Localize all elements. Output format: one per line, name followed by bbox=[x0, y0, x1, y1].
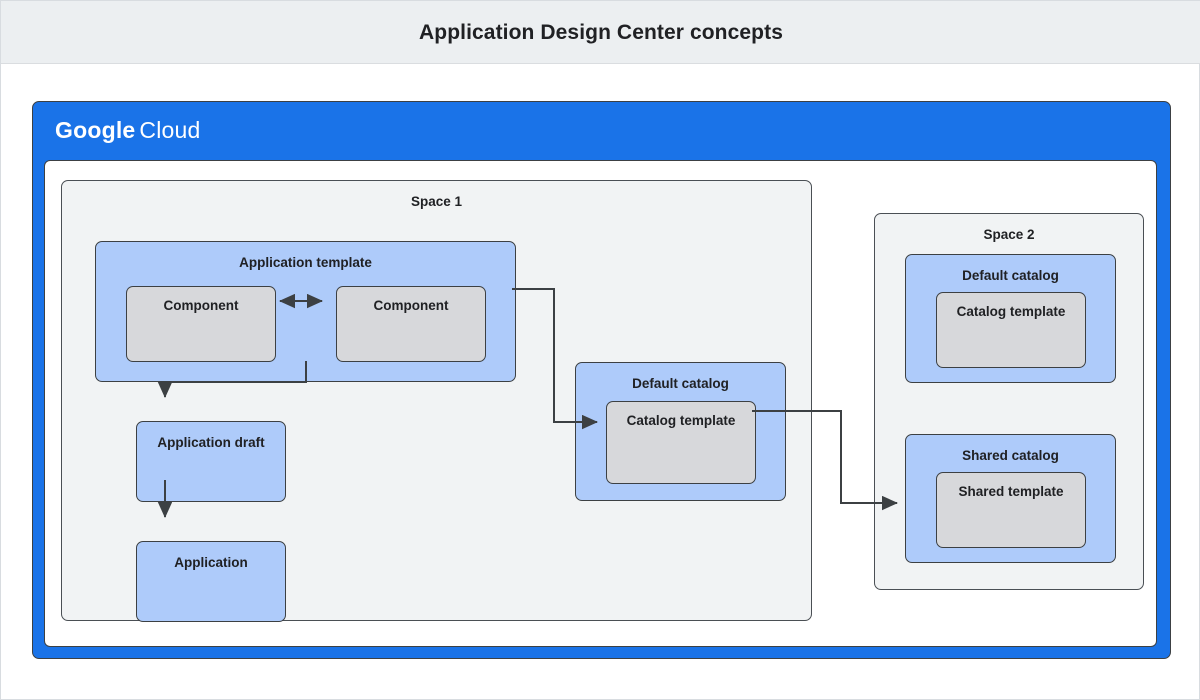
catalog-template-space-2-box[interactable]: Catalog template bbox=[936, 292, 1086, 368]
space-2-container: Space 2 Default catalog Catalog template… bbox=[874, 213, 1144, 590]
cloud-wordmark: Cloud bbox=[139, 117, 201, 143]
default-catalog-space-1-label: Default catalog bbox=[632, 376, 729, 391]
shared-catalog-box[interactable]: Shared catalog Shared template bbox=[905, 434, 1116, 563]
space-2-label: Space 2 bbox=[983, 227, 1035, 242]
application-template-label: Application template bbox=[239, 255, 372, 270]
default-catalog-space-1-box[interactable]: Default catalog Catalog template bbox=[575, 362, 786, 501]
shared-template-label: Shared template bbox=[958, 484, 1064, 499]
space-1-container: Space 1 Application template Component C… bbox=[61, 180, 812, 622]
application-draft-label: Application draft bbox=[157, 435, 265, 450]
component-right-box[interactable]: Component bbox=[336, 286, 486, 362]
default-catalog-space-2-label: Default catalog bbox=[962, 268, 1059, 283]
catalog-template-space-1-box[interactable]: Catalog template bbox=[606, 401, 756, 484]
space-1-label: Space 1 bbox=[410, 194, 463, 209]
component-left-box[interactable]: Component bbox=[126, 286, 276, 362]
default-catalog-space-2-box[interactable]: Default catalog Catalog template bbox=[905, 254, 1116, 383]
application-label: Application bbox=[174, 555, 248, 570]
application-draft-box[interactable]: Application draft bbox=[136, 421, 286, 502]
google-cloud-canvas: Space 1 Application template Component C… bbox=[44, 160, 1157, 647]
catalog-template-space-1-label: Catalog template bbox=[626, 413, 736, 428]
page-title: Application Design Center concepts bbox=[419, 20, 783, 44]
shared-catalog-label: Shared catalog bbox=[962, 448, 1059, 463]
component-right-label: Component bbox=[373, 298, 449, 313]
title-bar: Application Design Center concepts bbox=[1, 1, 1200, 64]
catalog-template-space-2-label: Catalog template bbox=[956, 304, 1066, 319]
google-wordmark: Google bbox=[55, 117, 136, 143]
application-box[interactable]: Application bbox=[136, 541, 286, 622]
component-left-label: Component bbox=[163, 298, 239, 313]
shared-template-box[interactable]: Shared template bbox=[936, 472, 1086, 548]
application-template-box[interactable]: Application template Component Component bbox=[95, 241, 516, 382]
